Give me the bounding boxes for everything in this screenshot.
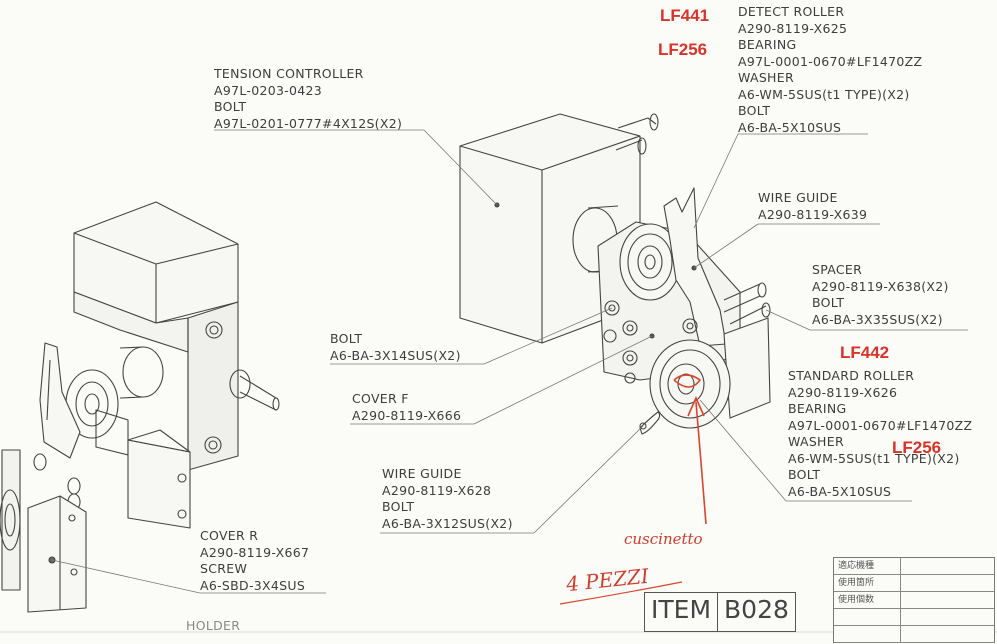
annotation-lf256-bottom: LF256 bbox=[892, 438, 942, 457]
title-block-row: 使用個数 bbox=[834, 592, 994, 609]
label-line: WIRE GUIDE bbox=[382, 466, 462, 481]
annotation-cuscinetto: cuscinetto bbox=[624, 530, 703, 548]
left-assembly bbox=[0, 201, 280, 613]
label-line: A6-BA-3X35SUS(X2) bbox=[812, 311, 943, 327]
label-line: A6-BA-3X14SUS(X2) bbox=[330, 347, 461, 363]
label-line: A290-8119-X625 bbox=[738, 20, 848, 36]
title-block-cell: 使用箇所 bbox=[834, 575, 901, 591]
label-wire-guide-bottom: WIRE GUIDE A290-8119-X628 BOLT A6-BA-3X1… bbox=[382, 466, 513, 532]
label-line: BOLT bbox=[788, 467, 821, 482]
label-wire-guide-top: WIRE GUIDE A290-8119-X639 bbox=[758, 190, 867, 223]
label-line: BOLT bbox=[330, 331, 363, 346]
label-line: WASHER bbox=[788, 434, 844, 449]
title-block-row: 適応機種 bbox=[834, 558, 994, 575]
label-standard-roller: STANDARD ROLLER A290-8119-X626 BEARING A… bbox=[788, 368, 972, 500]
label-line: DETECT ROLLER bbox=[738, 4, 845, 19]
annotation-lf442: LF442 bbox=[840, 343, 890, 362]
label-line: A6-WM-5SUS(t1 TYPE)(X2) bbox=[788, 450, 960, 466]
label-line: A6-BA-5X10SUS bbox=[738, 119, 842, 135]
label-line: BEARING bbox=[788, 401, 847, 416]
label-line: A290-8119-X666 bbox=[352, 407, 462, 423]
title-block-cell: 適応機種 bbox=[834, 558, 901, 574]
label-line: COVER R bbox=[200, 528, 259, 543]
label-line: A290-8119-X667 bbox=[200, 544, 310, 560]
annotation-lf256-top: LF256 bbox=[658, 40, 708, 59]
title-block-row bbox=[834, 626, 994, 643]
label-line: BOLT bbox=[214, 99, 247, 114]
label-spacer: SPACER A290-8119-X638(X2) BOLT A6-BA-3X3… bbox=[812, 262, 949, 328]
annotation-lf441: LF441 bbox=[660, 6, 710, 25]
item-code-box: ITEM B028 bbox=[644, 592, 796, 632]
handwritten-arrow bbox=[559, 374, 707, 605]
title-block-cell bbox=[834, 626, 901, 642]
item-code: B028 bbox=[717, 593, 795, 631]
label-line: BEARING bbox=[738, 37, 797, 52]
label-line: A97L-0203-0423 bbox=[214, 82, 323, 98]
label-line: WIRE GUIDE bbox=[758, 190, 838, 205]
label-line: SCREW bbox=[200, 561, 248, 576]
label-cover-r: COVER R A290-8119-X667 SCREW A6-SBD-3X4S… bbox=[200, 528, 309, 594]
label-tension-controller: TENSION CONTROLLER A97L-0203-0423 BOLT A… bbox=[214, 66, 402, 132]
label-line: HOLDER bbox=[186, 618, 241, 633]
leader-lines bbox=[51, 129, 968, 594]
title-block-cell: 使用個数 bbox=[834, 592, 901, 608]
label-line: A290-8119-X638(X2) bbox=[812, 278, 949, 294]
label-line: BOLT bbox=[382, 499, 415, 514]
label-line: BOLT bbox=[812, 295, 845, 310]
title-block-row: 使用箇所 bbox=[834, 575, 994, 592]
label-line: A6-BA-5X10SUS bbox=[788, 483, 892, 499]
label-line: A290-8119-X626 bbox=[788, 384, 898, 400]
label-cover-f: COVER F A290-8119-X666 bbox=[352, 391, 461, 424]
label-line: A6-WM-5SUS(t1 TYPE)(X2) bbox=[738, 86, 910, 102]
label-line: A97L-0001-0670#LF1470ZZ bbox=[788, 417, 973, 433]
label-holder: HOLDER bbox=[186, 618, 240, 635]
right-assembly bbox=[459, 113, 771, 435]
label-line: BOLT bbox=[738, 103, 771, 118]
label-bolt-left: BOLT A6-BA-3X14SUS(X2) bbox=[330, 331, 461, 364]
title-block-row bbox=[834, 609, 994, 626]
title-block-cell bbox=[834, 609, 901, 625]
label-line: A290-8119-X628 bbox=[382, 482, 492, 498]
item-label: ITEM bbox=[651, 595, 712, 624]
label-line: SPACER bbox=[812, 262, 863, 277]
label-detect-roller: DETECT ROLLER A290-8119-X625 BEARING A97… bbox=[738, 4, 922, 136]
label-line: A6-SBD-3X4SUS bbox=[200, 577, 306, 593]
label-line: A97L-0001-0670#LF1470ZZ bbox=[738, 53, 923, 69]
label-line: STANDARD ROLLER bbox=[788, 368, 915, 383]
label-line: WASHER bbox=[738, 70, 794, 85]
label-line: A6-BA-3X12SUS(X2) bbox=[382, 515, 513, 531]
label-line: A290-8119-X639 bbox=[758, 206, 868, 222]
label-line: TENSION CONTROLLER bbox=[214, 66, 364, 81]
title-block: 適応機種 使用箇所 使用個数 bbox=[833, 557, 995, 643]
label-line: A97L-0201-0777#4X12S(X2) bbox=[214, 115, 403, 131]
label-line: COVER F bbox=[352, 391, 409, 406]
